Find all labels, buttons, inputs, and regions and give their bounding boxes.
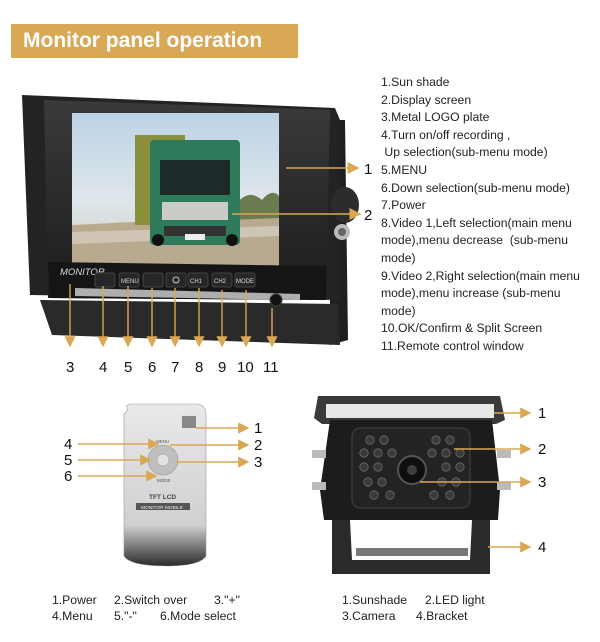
camera-callout-3: 3 [538, 474, 546, 491]
led-light [379, 435, 389, 445]
panel-button[interactable] [94, 272, 116, 288]
led-light [427, 448, 437, 458]
remote-model-label: MONITOR MOBILE [141, 505, 183, 511]
led-light [385, 490, 395, 500]
remote-mode-label: MODE [157, 478, 171, 483]
camera-caption-item: 1.Sunshade [342, 593, 408, 607]
camera-callout-4: 4 [538, 539, 546, 556]
led-light [365, 435, 375, 445]
camera [312, 396, 511, 574]
led-light [455, 462, 465, 472]
bottom-callout: 10 [237, 359, 254, 376]
camera-callouts: 1 2 3 4 [420, 405, 546, 556]
remote-callout-2: 2 [254, 437, 262, 454]
truck-image [135, 135, 240, 246]
camera-callout-2: 2 [538, 441, 546, 458]
led-light [431, 435, 441, 445]
remote-caption-item: 1.Power [52, 593, 97, 607]
legend-item: 9.Video 2,Right selection(main menu mode… [381, 268, 584, 318]
camera-callout-1: 1 [538, 405, 546, 422]
led-light [445, 490, 455, 500]
panel-button-label: CH1 [190, 279, 203, 285]
bottom-callout: 8 [195, 359, 203, 376]
power-icon [172, 276, 180, 284]
led-light [359, 448, 369, 458]
bottom-callout: 5 [124, 359, 132, 376]
section-banner: Monitor panel operation [11, 24, 298, 58]
bottom-callout: 9 [218, 359, 226, 376]
legend-item: 1.Sun shade [381, 75, 450, 89]
led-light [445, 435, 455, 445]
legend-item: 10.OK/Confirm & Split Screen [381, 321, 543, 336]
legend-item: 7.Power [381, 198, 426, 213]
panel-button[interactable] [142, 272, 164, 288]
legend-item: 4.Turn on/off recording , Up selection(s… [381, 127, 548, 160]
led-light [387, 448, 397, 458]
remote-caption-item: 6.Mode select [160, 609, 236, 623]
remote-callout-5: 5 [64, 452, 72, 469]
camera-bracket [332, 520, 490, 574]
bottom-callout: 7 [171, 359, 179, 376]
remote-window [269, 293, 283, 307]
led-light [373, 448, 383, 458]
led-lights [359, 435, 465, 500]
legend-item: 8.Video 1,Left selection(main menu mode)… [381, 215, 576, 265]
panel-button[interactable] [187, 272, 209, 288]
legend-item: 5.MENU [381, 162, 428, 177]
remote-caption-item: 5."-" [114, 609, 137, 623]
remote-callout-4: 4 [64, 436, 72, 453]
monitor: MONITOR MENU CH1 CH2 MODE [22, 95, 359, 345]
panel-button-label: MODE [236, 279, 254, 285]
remote-menu-label: MENU [156, 439, 169, 444]
callout-2: 2 [364, 207, 372, 224]
remote-callouts: 1 2 3 4 5 6 [64, 420, 262, 485]
remote-callout-1: 1 [254, 420, 262, 437]
monitor-legend: 1.Sun shade 2.Display screen 3.Metal LOGO … [381, 74, 596, 356]
led-light [441, 448, 451, 458]
menu-button-label: MENU [121, 279, 139, 285]
panel-button[interactable] [118, 272, 140, 288]
panel-button[interactable] [165, 272, 187, 288]
remote-caption-item: 2.Switch over [114, 593, 188, 607]
led-light [373, 462, 383, 472]
panel-button-label: CH2 [214, 279, 227, 285]
remote-center-button [156, 453, 170, 467]
led-light [455, 448, 465, 458]
panel-button[interactable] [211, 272, 233, 288]
bottom-callout: 6 [148, 359, 156, 376]
legend-item: 3.Metal LOGO plate [381, 110, 490, 125]
camera-caption: 1.Sunshade 2.LED light 3.Camera 4.Bracket [342, 592, 485, 624]
remote-lcd-label: TFT LCD [149, 494, 176, 501]
remote-caption-item: 3."+" [214, 593, 240, 607]
remote-control: POWER MENU MODE TFT LCD MONITOR MOBILE [123, 403, 207, 567]
callout-1: 1 [364, 161, 372, 178]
camera-caption-item: 4.Bracket [416, 609, 468, 623]
led-light [441, 462, 451, 472]
legend-item: 11.Remote control window [381, 338, 524, 353]
legend-item: 2.Display screen [381, 92, 472, 107]
led-light [363, 477, 373, 487]
led-light [429, 490, 439, 500]
bottom-callout: 3 [66, 359, 74, 376]
legend-item: 6.Down selection(sub-menu mode) [381, 180, 570, 195]
remote-caption-item: 4.Menu [52, 609, 93, 623]
remote-callout-3: 3 [254, 454, 262, 471]
bottom-callout: 11 [263, 359, 279, 376]
camera-caption-item: 3.Camera [342, 609, 396, 623]
monitor-logo: MONITOR [60, 267, 105, 278]
led-light [359, 462, 369, 472]
remote-callout-6: 6 [64, 468, 72, 485]
remote-power-label: POWER [183, 412, 201, 417]
panel-button[interactable] [234, 272, 256, 288]
remote-caption: 1.Power 2.Switch over 3."+" 4.Menu 5."-" 6.M… [52, 592, 240, 624]
led-light [377, 477, 387, 487]
bottom-callout: 4 [99, 359, 107, 376]
led-light [369, 490, 379, 500]
camera-caption-item: 2.LED light [425, 593, 485, 607]
